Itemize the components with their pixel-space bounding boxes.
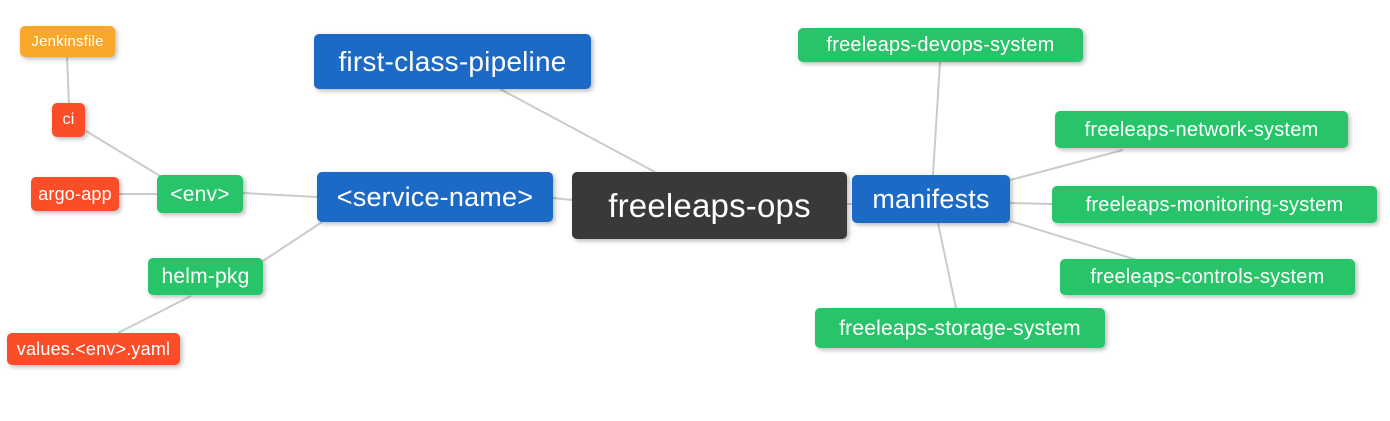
edge-helm-pkg-service-name xyxy=(262,221,323,262)
node-freeleaps-monitoring-system[interactable]: freeleaps-monitoring-system xyxy=(1052,186,1377,223)
edge-devops-manifests xyxy=(932,61,941,176)
node-freeleaps-network-system[interactable]: freeleaps-network-system xyxy=(1055,111,1348,148)
node-freeleaps-storage-system[interactable]: freeleaps-storage-system xyxy=(815,308,1105,348)
node-jenkinsfile[interactable]: Jenkinsfile xyxy=(20,26,115,57)
edge-manifests-storage xyxy=(937,222,957,309)
node-env[interactable]: <env> xyxy=(157,175,243,213)
node-values-env-yaml[interactable]: values.<env>.yaml xyxy=(7,333,180,365)
edge-env-service-name xyxy=(242,192,318,198)
node-freeleaps-controls-system[interactable]: freeleaps-controls-system xyxy=(1060,259,1355,295)
node-argo-app[interactable]: argo-app xyxy=(31,177,119,211)
node-freeleaps-devops-system[interactable]: freeleaps-devops-system xyxy=(798,28,1083,62)
edge-ci-env xyxy=(85,130,161,177)
edge-manifests-controls xyxy=(1009,220,1138,261)
edge-manifests-monitoring xyxy=(1009,202,1053,205)
edge-jenkinsfile-ci xyxy=(66,56,70,105)
edge-pipeline-root xyxy=(499,88,656,173)
node-service-name[interactable]: <service-name> xyxy=(317,172,553,222)
node-ci[interactable]: ci xyxy=(52,103,85,137)
edge-values-helm-pkg xyxy=(117,295,192,334)
edge-manifests-network xyxy=(1009,149,1124,181)
node-helm-pkg[interactable]: helm-pkg xyxy=(148,258,263,295)
node-manifests[interactable]: manifests xyxy=(852,175,1010,223)
edge-service-name-root xyxy=(552,197,573,201)
node-first-class-pipeline[interactable]: first-class-pipeline xyxy=(314,34,591,89)
node-freeleaps-ops-root[interactable]: freeleaps-ops xyxy=(572,172,847,239)
